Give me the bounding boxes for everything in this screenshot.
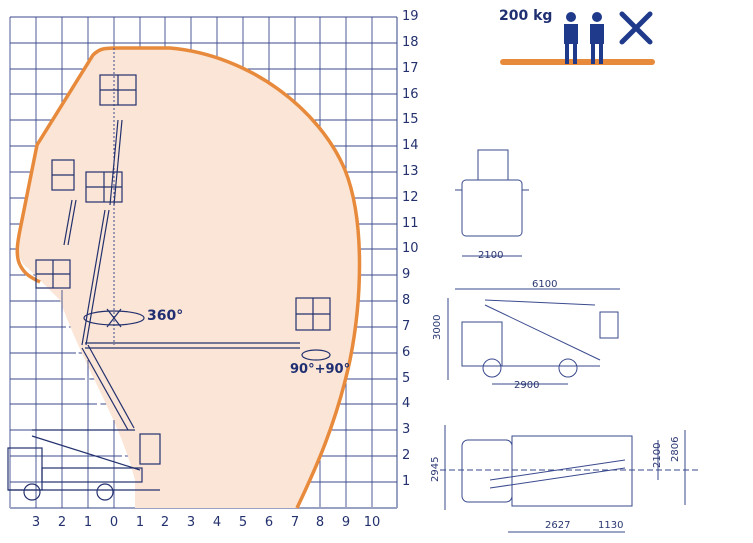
two-workers-icon bbox=[564, 12, 604, 64]
y-tick: 3 bbox=[402, 422, 411, 437]
wheelbase-label: 2900 bbox=[514, 380, 540, 391]
y-tick: 15 bbox=[402, 112, 419, 127]
basket-rotation-label: 90°+90° bbox=[290, 362, 351, 377]
y-tick: 18 bbox=[402, 35, 419, 50]
span-a-label: 2627 bbox=[545, 520, 571, 531]
y-tick: 2 bbox=[402, 448, 411, 463]
outrigger-a-label: 2100 bbox=[652, 442, 663, 468]
vehicle-views bbox=[440, 149, 700, 533]
y-tick: 1 bbox=[402, 474, 411, 489]
x-tick: 3 bbox=[31, 515, 41, 530]
x-tick: 0 bbox=[109, 515, 119, 530]
x-tick: 2 bbox=[57, 515, 67, 530]
front-width-label: 2100 bbox=[478, 250, 504, 261]
x-tick: 1 bbox=[135, 515, 145, 530]
y-tick: 7 bbox=[402, 319, 411, 334]
y-tick: 8 bbox=[402, 293, 411, 308]
y-tick: 6 bbox=[402, 345, 411, 360]
top-width-label: 2945 bbox=[430, 456, 441, 482]
x-tick: 4 bbox=[212, 515, 222, 530]
y-tick: 13 bbox=[402, 164, 419, 179]
y-tick: 16 bbox=[402, 87, 419, 102]
x-tick: 3 bbox=[186, 515, 196, 530]
rotation-label: 360° bbox=[147, 308, 184, 324]
span-b-label: 1130 bbox=[598, 520, 624, 531]
side-length-label: 6100 bbox=[532, 279, 558, 290]
y-tick: 17 bbox=[402, 61, 419, 76]
x-tick: 10 bbox=[363, 515, 381, 530]
x-tick: 9 bbox=[341, 515, 351, 530]
y-tick: 14 bbox=[402, 138, 419, 153]
y-tick: 12 bbox=[402, 190, 419, 205]
load-capacity: 200 kg bbox=[499, 8, 553, 24]
y-tick: 5 bbox=[402, 371, 411, 386]
y-tick: 4 bbox=[402, 396, 411, 411]
tools-icon bbox=[619, 11, 653, 45]
y-tick: 9 bbox=[402, 267, 411, 282]
side-height-label: 3000 bbox=[432, 314, 443, 340]
x-tick: 1 bbox=[83, 515, 93, 530]
envelope-outline bbox=[15, 46, 362, 509]
y-tick: 19 bbox=[402, 9, 419, 24]
y-tick: 11 bbox=[402, 216, 419, 231]
x-tick: 2 bbox=[160, 515, 170, 530]
x-tick: 8 bbox=[315, 515, 325, 530]
outrigger-b-label: 2806 bbox=[670, 436, 681, 462]
x-tick: 6 bbox=[264, 515, 274, 530]
boom-positions bbox=[7, 74, 331, 501]
x-tick: 5 bbox=[238, 515, 248, 530]
x-tick: 7 bbox=[290, 515, 300, 530]
y-tick: 10 bbox=[402, 241, 419, 256]
